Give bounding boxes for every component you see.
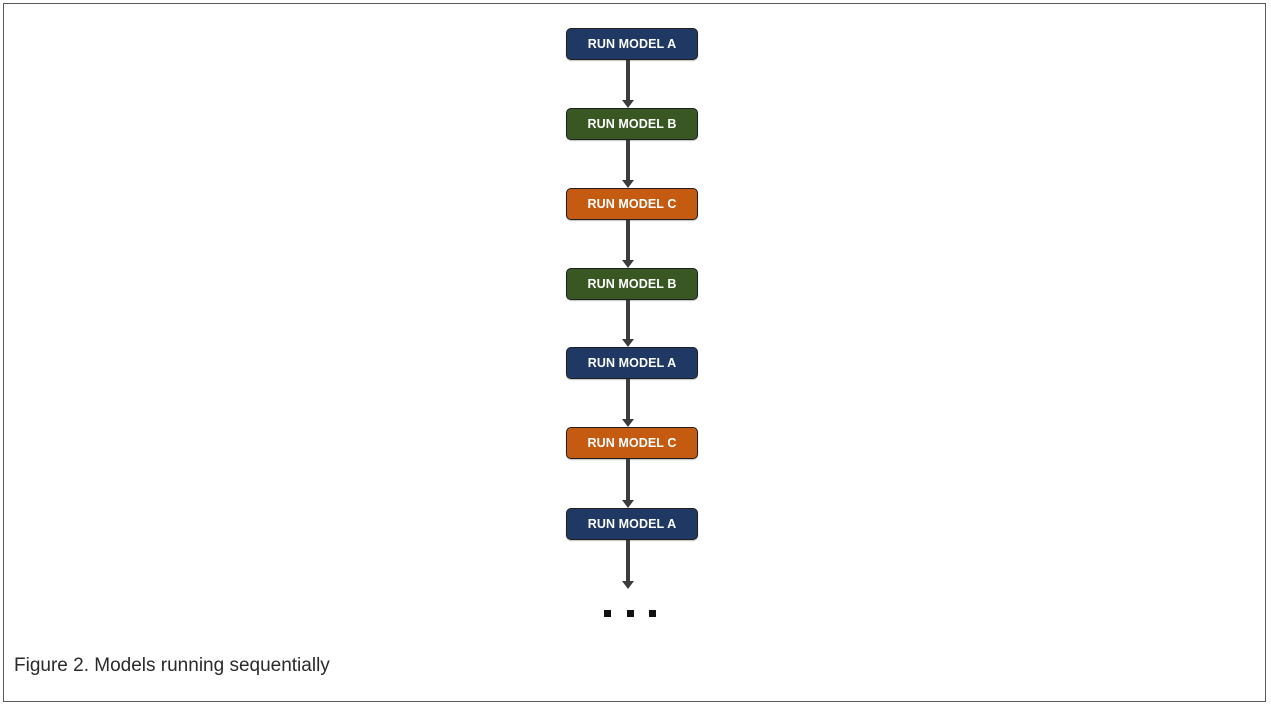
- flow-connector-5: [626, 379, 630, 419]
- ellipsis-dot: [626, 610, 634, 617]
- flow-node-label: RUN MODEL C: [587, 436, 677, 450]
- arrowhead-icon: [622, 100, 634, 108]
- flow-node-label: RUN MODEL B: [587, 277, 677, 291]
- ellipsis-dot: [649, 610, 656, 617]
- arrowhead-icon: [622, 339, 634, 347]
- flow-node-7: RUN MODEL A: [566, 508, 698, 540]
- flow-node-label: RUN MODEL A: [587, 517, 677, 531]
- flow-connector-3: [626, 220, 630, 260]
- flow-connector-1: [626, 60, 630, 100]
- flow-node-1: RUN MODEL A: [566, 28, 698, 60]
- arrowhead-icon: [622, 180, 634, 188]
- flow-connector-2: [626, 140, 630, 180]
- flow-node-6: RUN MODEL C: [566, 427, 698, 459]
- flow-node-4: RUN MODEL B: [566, 268, 698, 300]
- flow-node-label: RUN MODEL A: [587, 37, 677, 51]
- figure-caption: Figure 2. Models running sequentially: [14, 655, 330, 676]
- flow-node-3: RUN MODEL C: [566, 188, 698, 220]
- flow-node-label: RUN MODEL B: [587, 117, 677, 131]
- arrowhead-icon: [622, 419, 634, 427]
- arrowhead-icon: [622, 581, 634, 589]
- flow-node-label: RUN MODEL C: [587, 197, 677, 211]
- ellipsis-dot: [604, 610, 611, 617]
- flow-node-2: RUN MODEL B: [566, 108, 698, 140]
- flow-connector-7: [626, 540, 630, 581]
- flow-connector-4: [626, 300, 630, 339]
- arrowhead-icon: [622, 500, 634, 508]
- flow-connector-6: [626, 459, 630, 500]
- arrowhead-icon: [622, 260, 634, 268]
- continuation-ellipsis: [604, 607, 656, 619]
- flow-node-label: RUN MODEL A: [587, 356, 677, 370]
- flow-node-5: RUN MODEL A: [566, 347, 698, 379]
